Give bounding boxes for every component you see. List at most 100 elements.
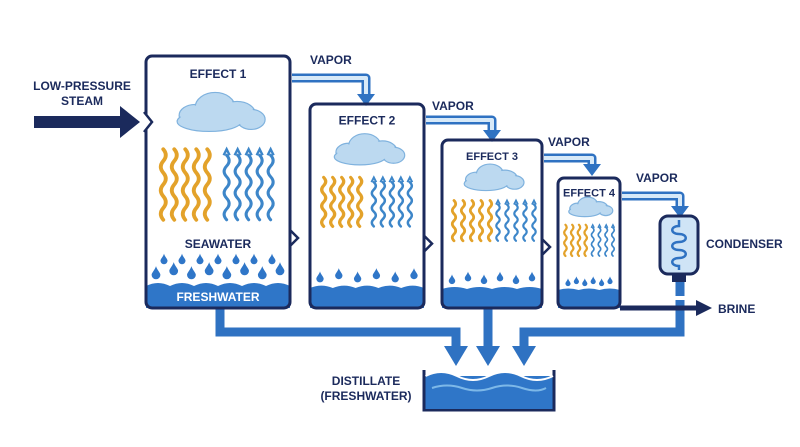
water-droplet bbox=[160, 253, 168, 265]
hot-tube-coil bbox=[329, 175, 337, 228]
vapor-pipe-3-4 bbox=[544, 153, 601, 176]
steam-label-line2: STEAM bbox=[61, 94, 103, 108]
vapor-tube-coil bbox=[222, 153, 231, 222]
water-droplet bbox=[464, 271, 472, 282]
hot-tube-coil bbox=[477, 199, 485, 243]
steam-inlet-arrow bbox=[34, 106, 140, 138]
water-droplet bbox=[448, 274, 456, 285]
vapor-tube-coil bbox=[495, 203, 501, 242]
hot-tube-coil bbox=[191, 147, 201, 222]
vapor-cloud bbox=[333, 133, 406, 166]
water-droplet bbox=[353, 271, 362, 283]
water-droplet bbox=[151, 266, 161, 280]
water-droplet bbox=[582, 278, 588, 287]
brine-transfer-notch bbox=[423, 234, 434, 253]
vapor-cloud bbox=[463, 163, 525, 192]
hot-tube-coil bbox=[569, 223, 575, 258]
vapor-label-3: VAPOR bbox=[548, 135, 590, 149]
water-droplet bbox=[335, 268, 343, 280]
brine-line bbox=[620, 300, 712, 316]
vapor-tube-coil bbox=[604, 226, 609, 257]
distillate-label-line2: (FRESHWATER) bbox=[320, 389, 411, 403]
vapor-label-4: VAPOR bbox=[636, 171, 678, 185]
vapor-tube-coil bbox=[513, 203, 519, 242]
hot-tube-coil bbox=[576, 223, 582, 258]
vapor-pipe-1-2 bbox=[292, 73, 375, 106]
hot-tube-coil bbox=[158, 147, 168, 222]
hot-tube-coil bbox=[202, 147, 212, 222]
water-droplet bbox=[178, 253, 186, 265]
vapor-tube-coil bbox=[610, 226, 616, 257]
seawater-label: SEAWATER bbox=[185, 237, 252, 251]
vapor-tube-coil bbox=[504, 203, 510, 242]
hot-tube-coil bbox=[459, 199, 467, 243]
water-droplet bbox=[196, 253, 204, 265]
distillate-tank bbox=[422, 370, 556, 412]
water-droplet bbox=[268, 253, 276, 265]
vapor-tube-coil bbox=[522, 203, 528, 242]
vapor-tube-coil bbox=[244, 153, 253, 222]
hot-tube-coil bbox=[563, 223, 568, 258]
water-droplet bbox=[573, 276, 579, 285]
effect-4-label: EFFECT 4 bbox=[563, 188, 616, 200]
water-droplet bbox=[257, 266, 267, 280]
vapor-tube-coil bbox=[255, 153, 264, 222]
hot-tube-coil bbox=[169, 147, 179, 222]
vapor-pipe-2-3 bbox=[426, 115, 501, 142]
vapor-label-2: VAPOR bbox=[432, 99, 474, 113]
water-droplet bbox=[480, 274, 488, 285]
vapor-cloud bbox=[568, 196, 614, 218]
vapor-tube-coil bbox=[597, 226, 602, 257]
vapor-tube-coil bbox=[233, 153, 242, 222]
vapor-tube-coil bbox=[590, 226, 595, 257]
vapor-tube-coil bbox=[266, 153, 275, 222]
distillate-pipes bbox=[215, 300, 685, 366]
water-droplet bbox=[169, 262, 179, 276]
hot-tube-coil bbox=[468, 199, 476, 243]
vapor-tube-coil bbox=[379, 181, 387, 228]
water-droplet bbox=[410, 268, 418, 280]
hot-tube-coil bbox=[486, 199, 494, 243]
hot-tube-coil bbox=[356, 175, 364, 228]
effect-2-vessel: EFFECT 2 bbox=[308, 102, 434, 310]
vapor-tube-coil bbox=[531, 203, 537, 242]
brine-transfer-notch bbox=[541, 238, 552, 256]
water-droplet bbox=[250, 253, 258, 265]
steam-label-line1: LOW-PRESSURE bbox=[33, 79, 131, 93]
distillate-label-line1: DISTILLATE bbox=[332, 374, 400, 388]
effect-3-label: EFFECT 3 bbox=[466, 151, 518, 163]
vapor-tube-coil bbox=[406, 181, 414, 228]
hot-tube-coil bbox=[338, 175, 346, 228]
water-droplet bbox=[590, 276, 596, 285]
brine-transfer-notch bbox=[289, 229, 300, 247]
condenser-unit bbox=[658, 214, 700, 296]
vapor-tube-coil bbox=[397, 181, 405, 228]
water-droplet bbox=[240, 262, 249, 276]
hot-tube-coil bbox=[180, 147, 190, 222]
water-droplet bbox=[391, 271, 399, 283]
vapor-tube-coil bbox=[388, 181, 396, 228]
vapor-label-1: VAPOR bbox=[310, 53, 352, 67]
effect-4-vessel: EFFECT 4 bbox=[556, 176, 622, 310]
water-droplet bbox=[512, 274, 520, 285]
effect-2-label: EFFECT 2 bbox=[339, 114, 396, 128]
freshwater-label: FRESHWATER bbox=[176, 290, 259, 304]
hot-tube-coil bbox=[583, 223, 589, 258]
water-droplet bbox=[275, 262, 285, 276]
water-droplet bbox=[222, 266, 232, 280]
brine-label: BRINE bbox=[718, 302, 755, 316]
vapor-pipe-4-condenser bbox=[622, 191, 689, 218]
water-droplet bbox=[599, 278, 605, 287]
water-droplet bbox=[214, 253, 222, 265]
effect-1-label: EFFECT 1 bbox=[190, 67, 247, 81]
hot-tube-coil bbox=[450, 199, 458, 243]
water-droplet bbox=[528, 271, 536, 282]
hot-tube-coil bbox=[320, 175, 328, 228]
vapor-pipes bbox=[292, 73, 689, 218]
vapor-cloud bbox=[176, 91, 266, 133]
effect-3-vessel: EFFECT 3 bbox=[440, 138, 552, 310]
water-droplet bbox=[565, 278, 571, 287]
water-droplet bbox=[372, 268, 381, 280]
water-droplet bbox=[232, 253, 240, 265]
